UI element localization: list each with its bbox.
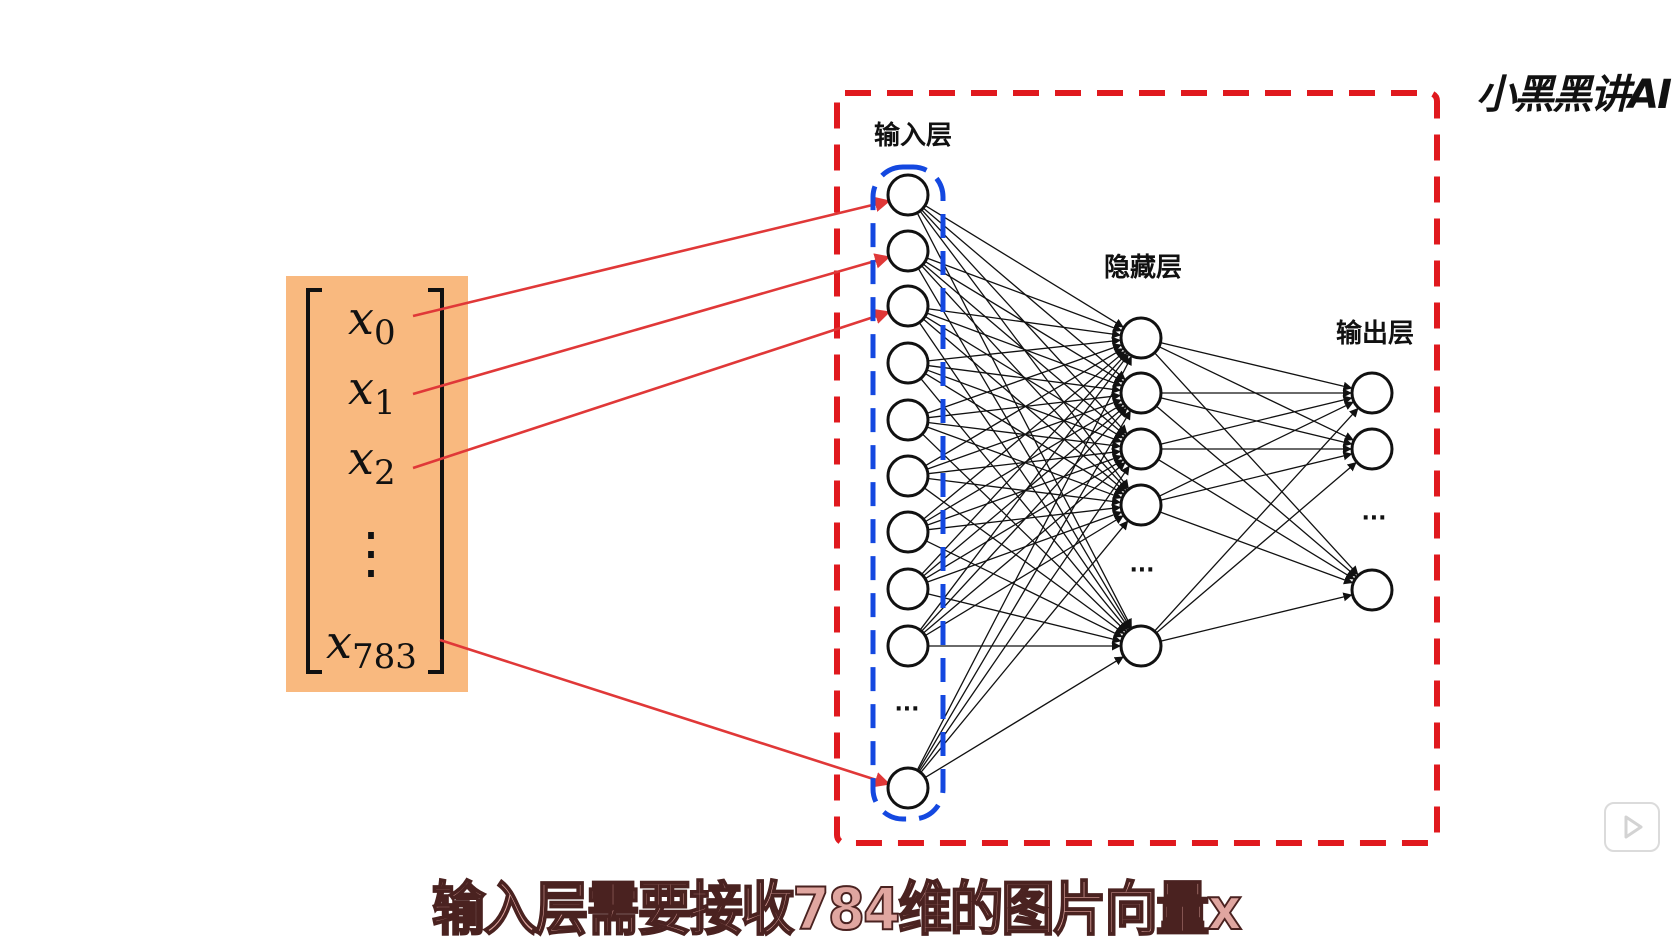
input-layer-label: 输入层: [874, 120, 952, 151]
input-hidden-edge: [926, 257, 1123, 333]
left-bracket: [306, 288, 322, 674]
hidden-node: [1119, 483, 1163, 527]
input-hidden-edge: [923, 487, 1125, 635]
output-node: [1350, 371, 1394, 415]
output-node: [1350, 427, 1394, 471]
input-hidden-edge: [924, 403, 1124, 523]
x0-subscript: 0: [374, 313, 396, 353]
input-hidden-edge: [916, 355, 1132, 771]
input-layer-highlight: [870, 164, 946, 822]
input-hidden-edge: [925, 540, 1123, 638]
input-hidden-edge: [924, 372, 1124, 495]
input-hidden-edge: [922, 405, 1126, 577]
x0-base: x: [348, 291, 374, 345]
input-node: [886, 284, 930, 328]
hidden-output-edge: [1160, 395, 1353, 445]
input-hidden-edge: [921, 433, 1127, 633]
x783-subscript: 783: [352, 637, 417, 677]
mapping-arrow-x0: [412, 196, 891, 318]
input-hidden-edge: [922, 461, 1126, 634]
x1-subscript: 1: [374, 383, 396, 423]
play-button[interactable]: [1604, 802, 1660, 852]
hidden-layer-ellipsis: ···: [1129, 558, 1154, 583]
output-node: [1350, 568, 1394, 612]
input-hidden-edge: [927, 336, 1122, 362]
vector-entry-x783: x783: [326, 615, 417, 677]
hidden-layer-label: 隐藏层: [1104, 253, 1182, 283]
vector-entry-x1: x1: [348, 361, 396, 423]
input-hidden-edge: [924, 204, 1124, 328]
mapping-arrows: [412, 196, 891, 788]
hidden-output-edge: [1155, 462, 1357, 634]
mapping-arrow-x1: [412, 253, 891, 396]
input-hidden-edge: [921, 352, 1128, 575]
hidden-output-edge: [1155, 405, 1357, 577]
input-hidden-edge: [918, 322, 1130, 630]
input-hidden-edge: [922, 350, 1126, 520]
hidden-output-edge: [1160, 451, 1353, 501]
x2-subscript: 2: [374, 453, 396, 493]
input-node: [886, 510, 930, 554]
vector-vdots: ⋮: [343, 521, 399, 586]
hidden-output-edge: [1154, 407, 1359, 632]
input-node: [886, 766, 930, 810]
input-vector-box: [286, 276, 468, 692]
x783-base: x: [326, 615, 352, 669]
input-hidden-edge: [918, 465, 1130, 772]
input-node: [886, 454, 930, 498]
input-hidden-edge: [926, 312, 1123, 388]
output-layer-label: 输出层: [1336, 318, 1414, 349]
input-node: [886, 229, 930, 273]
hidden-node: [1119, 427, 1163, 471]
vector-entry-x0: x0: [348, 291, 396, 353]
input-hidden-edge: [924, 348, 1124, 467]
input-hidden-edge: [917, 267, 1131, 629]
input-node: [886, 341, 930, 385]
input-node: [886, 567, 930, 611]
watermark-logo: 小黑黑讲AI: [1476, 72, 1672, 118]
input-hidden-edge: [919, 354, 1129, 631]
play-icon: [1624, 815, 1643, 839]
input-hidden-edge: [924, 515, 1124, 637]
hidden-output-edge: [1158, 401, 1354, 497]
input-hidden-edge: [924, 315, 1124, 439]
x1-base: x: [348, 361, 374, 415]
input-hidden-edge: [920, 520, 1129, 773]
input-hidden-edge: [920, 378, 1129, 631]
input-layer-ellipsis: ···: [894, 697, 919, 722]
hidden-output-edge: [1160, 342, 1353, 391]
input-hidden-edge: [916, 212, 1132, 629]
input-node: [886, 173, 930, 217]
x2-base: x: [348, 431, 374, 485]
hidden-node: [1119, 371, 1163, 415]
input-hidden-edge: [921, 407, 1128, 632]
output-layer-ellipsis: ···: [1361, 506, 1386, 531]
input-hidden-edge: [924, 656, 1124, 779]
right-bracket: [428, 288, 444, 674]
mapping-arrow-x2: [412, 308, 891, 470]
mapping-arrow-x783: [439, 638, 891, 788]
input-node: [886, 624, 930, 668]
hidden-node: [1119, 624, 1163, 668]
hidden-output-edge: [1154, 352, 1359, 576]
vector-entry-x2: x2: [348, 431, 396, 493]
hidden-node: [1119, 316, 1163, 360]
input-hidden-edge: [917, 410, 1131, 772]
hidden-output-edge: [1160, 592, 1353, 642]
input-hidden-edge: [927, 364, 1122, 394]
network-nodes: [886, 173, 1394, 810]
input-hidden-edge: [926, 343, 1123, 414]
input-node: [886, 398, 930, 442]
subtitle-caption: 输入层需要接收784维的图片向量x: [431, 874, 1243, 944]
input-hidden-edge: [927, 308, 1122, 339]
input-hidden-edge: [926, 369, 1123, 444]
network-edges: [916, 204, 1359, 779]
